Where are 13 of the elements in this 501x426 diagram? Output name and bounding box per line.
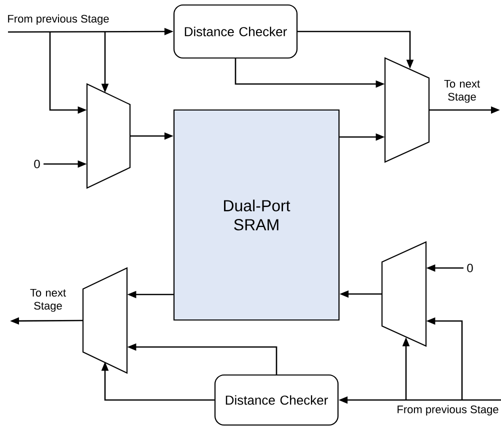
process-box: Distance Checker [173, 4, 298, 59]
signal-label: From previous Stage [398, 405, 498, 416]
signal-label: To next Stage [30, 288, 66, 312]
process-box: Distance Checker [214, 374, 339, 426]
multiplexer [82, 267, 128, 374]
memory-block: Dual-Port SRAM [173, 109, 340, 321]
multiplexer [384, 57, 430, 163]
signal-label: From previous Stage [8, 14, 109, 25]
signal-label: To next Stage [444, 80, 480, 103]
input-value: 0 [467, 264, 473, 272]
input-value: 0 [34, 160, 40, 168]
multiplexer [86, 83, 131, 189]
multiplexer [381, 241, 427, 347]
